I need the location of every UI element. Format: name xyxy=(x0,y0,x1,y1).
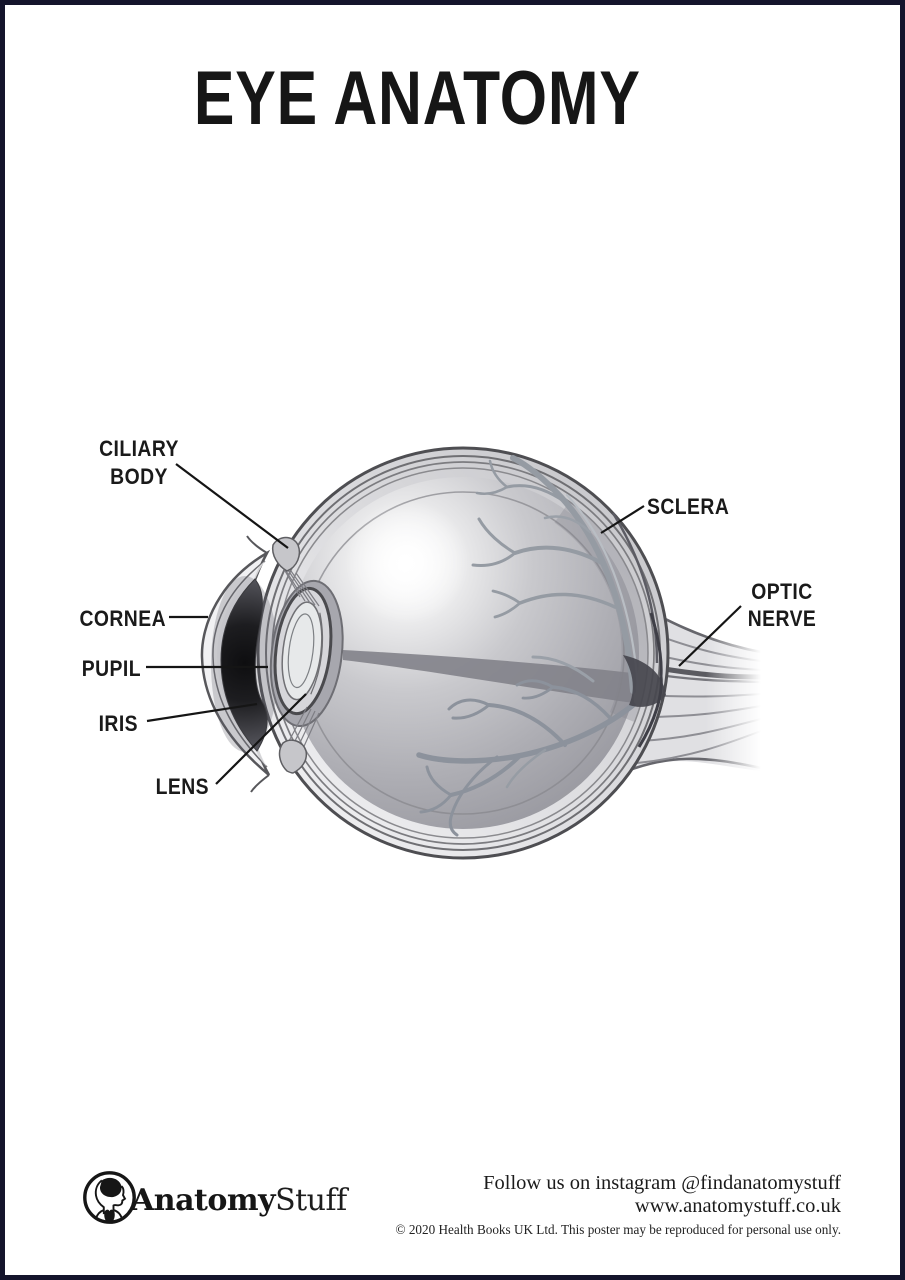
ciliary-body-shape-lower xyxy=(278,739,308,774)
person-profile-anatomy-icon xyxy=(83,1171,136,1224)
page-title: EYE ANATOMY xyxy=(193,56,641,141)
leader-iris xyxy=(146,702,258,723)
leader-optic-nerve xyxy=(678,605,742,667)
website-line: www.anatomystuff.co.uk xyxy=(634,1194,841,1217)
ciliary-body-shape xyxy=(271,536,301,572)
vitreous-highlight xyxy=(345,500,469,624)
cornea-inner-line xyxy=(212,560,268,768)
leader-lens xyxy=(215,693,307,785)
leader-ciliary-body xyxy=(175,463,289,549)
retinal-vessels-lower xyxy=(416,655,636,837)
brand-wordmark: AnatomyStuff xyxy=(131,1184,347,1218)
brand-name-light: Stuff xyxy=(275,1183,347,1218)
footer-contact-block: Follow us on instagram @findanatomystuff… xyxy=(396,1172,841,1238)
brand-name-bold: Anatomy xyxy=(131,1183,276,1218)
copyright-line: © 2020 Health Books UK Ltd. This poster … xyxy=(395,1222,841,1237)
eye-diagram-illustration xyxy=(146,446,762,860)
lens-shape xyxy=(269,579,344,728)
label-iris: IRIS xyxy=(98,711,138,736)
leader-sclera xyxy=(600,505,645,534)
label-ciliary-body: CILIARY BODY xyxy=(99,436,179,489)
label-cornea: CORNEA xyxy=(79,606,166,631)
instagram-line: Follow us on instagram @findanatomystuff xyxy=(483,1172,841,1194)
label-lens: LENS xyxy=(155,774,209,799)
retinal-vessels-upper xyxy=(471,455,640,694)
label-optic-nerve: OPTIC NERVE xyxy=(747,579,817,631)
label-pupil: PUPIL xyxy=(81,656,141,681)
leader-lines xyxy=(146,463,742,785)
optic-disc-junction xyxy=(611,512,666,748)
label-sclera: SCLERA xyxy=(647,494,730,519)
anterior-chamber xyxy=(217,561,267,767)
anterior-segment xyxy=(200,535,344,793)
